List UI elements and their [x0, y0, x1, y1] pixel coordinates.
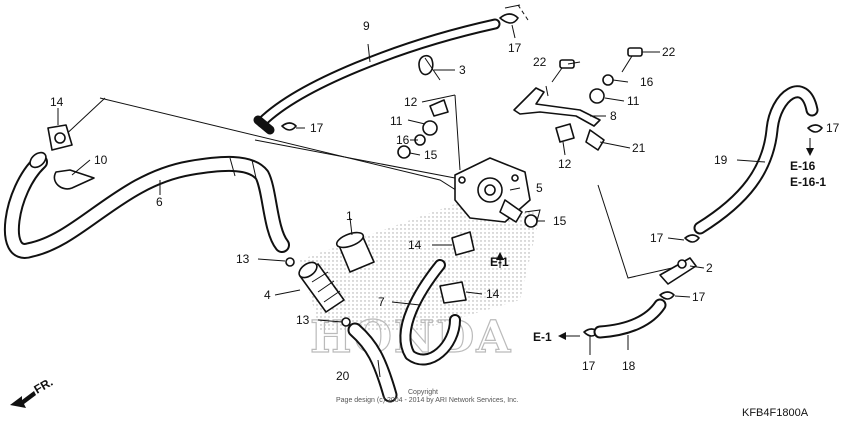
divider-dash-top [517, 4, 529, 21]
nut-15-upper[interactable] [397, 145, 411, 159]
callout-12-right[interactable]: 12 [558, 157, 572, 171]
bolt-22-left[interactable] [551, 59, 575, 83]
o-ring-13-upper[interactable] [285, 257, 295, 267]
o-ring-13-lower[interactable] [341, 317, 351, 327]
callout-4[interactable]: 4 [264, 288, 271, 302]
collar-11-right[interactable] [589, 88, 605, 104]
copyright-line1: Copyright [408, 389, 438, 396]
callout-14-left[interactable]: 14 [50, 95, 64, 109]
callout-16-left[interactable]: 16 [396, 133, 410, 147]
ref-e1-upper[interactable]: E-1 [490, 255, 509, 269]
clamp-14-mid[interactable] [451, 231, 475, 256]
callout-10[interactable]: 10 [94, 153, 108, 167]
arrow-e1-upper-head [496, 252, 504, 260]
clamp-14-lower[interactable] [439, 281, 467, 304]
callout-19[interactable]: 19 [714, 153, 728, 167]
clip-17-upper-joint[interactable] [684, 234, 700, 243]
callout-13-upper[interactable]: 13 [236, 252, 250, 266]
callout-7[interactable]: 7 [378, 295, 385, 309]
shaded-zone [300, 195, 540, 330]
callout-17-top[interactable]: 17 [508, 41, 522, 55]
hose-18[interactable] [593, 298, 667, 339]
callout-20[interactable]: 20 [336, 369, 350, 383]
callout-12-left[interactable]: 12 [404, 95, 418, 109]
callout-14-mid[interactable]: 14 [408, 238, 422, 252]
divider-line-upper [254, 139, 456, 179]
callout-1[interactable]: 1 [346, 209, 353, 223]
callout-17-hose18[interactable]: 17 [582, 359, 596, 373]
arrow-e1-lower-head [558, 332, 566, 340]
hose-7[interactable] [399, 259, 461, 366]
callout-6[interactable]: 6 [156, 195, 163, 209]
washer-16-right[interactable] [602, 74, 614, 86]
callout-21[interactable]: 21 [632, 141, 646, 155]
callout-17-hose9[interactable]: 17 [310, 121, 324, 135]
callout-3[interactable]: 3 [459, 63, 466, 77]
bolt-21[interactable] [585, 129, 605, 151]
clip-17-lower-joint[interactable] [659, 291, 675, 300]
filter-4[interactable] [296, 259, 345, 313]
clip-17-top[interactable] [499, 13, 519, 24]
bracket-8[interactable] [513, 87, 601, 127]
hose-9[interactable] [253, 18, 501, 135]
callout-11-right[interactable]: 11 [627, 94, 640, 108]
clamp-14-left-bolt [54, 132, 66, 144]
grommet-12-left[interactable] [429, 99, 449, 117]
cap-1[interactable] [335, 230, 375, 273]
ref-e16[interactable]: E-16 [790, 159, 816, 173]
callout-17-lower-joint[interactable]: 17 [692, 290, 706, 304]
ref-e1-lower[interactable]: E-1 [533, 330, 552, 344]
callout-18[interactable]: 18 [622, 359, 636, 373]
bolt-22-right[interactable] [621, 47, 643, 73]
collar-11-left[interactable] [422, 120, 438, 136]
callout-2[interactable]: 2 [706, 261, 713, 275]
clip-3-tail [424, 57, 441, 81]
joint-2[interactable] [659, 257, 697, 285]
arrow-e16-head [806, 148, 814, 156]
hose-19[interactable] [693, 85, 819, 235]
callout-11-left[interactable]: 11 [390, 114, 403, 128]
callout-13-lower[interactable]: 13 [296, 313, 310, 327]
clip-17-hose19[interactable] [807, 124, 823, 133]
nut-15-lower[interactable] [524, 214, 538, 228]
diagram-code: KFB4F1800A [742, 407, 809, 419]
callout-8[interactable]: 8 [610, 109, 617, 123]
clip-17-hose9[interactable] [281, 122, 297, 131]
callout-15-lower[interactable]: 15 [553, 214, 567, 228]
callout-5[interactable]: 5 [536, 181, 543, 195]
clip-10[interactable] [53, 169, 95, 190]
ref-e16-1[interactable]: E-16-1 [790, 175, 826, 189]
pump-5[interactable] [454, 157, 531, 223]
callout-9[interactable]: 9 [363, 19, 370, 33]
callout-15-upper[interactable]: 15 [424, 148, 438, 162]
clip-3[interactable] [418, 54, 434, 76]
divider-line-right [597, 184, 673, 279]
callout-22-right[interactable]: 22 [662, 45, 676, 59]
front-direction-arrow: FR. [10, 375, 55, 408]
bracket-8-tab [545, 85, 549, 97]
callout-14-lower[interactable]: 14 [486, 287, 500, 301]
hose-20[interactable] [347, 322, 398, 403]
copyright-line2: Page design (c) 2004 - 2014 by ARI Netwo… [336, 397, 519, 404]
hose-6[interactable] [3, 150, 290, 259]
grommet-12-right[interactable] [555, 123, 575, 143]
callout-16-right[interactable]: 16 [640, 75, 654, 89]
divider-top [504, 4, 521, 9]
callout-17-hose19[interactable]: 17 [826, 121, 840, 135]
leader-lines [57, 24, 811, 378]
callout-17-upper-joint[interactable]: 17 [650, 231, 664, 245]
callout-22-left[interactable]: 22 [533, 55, 547, 69]
